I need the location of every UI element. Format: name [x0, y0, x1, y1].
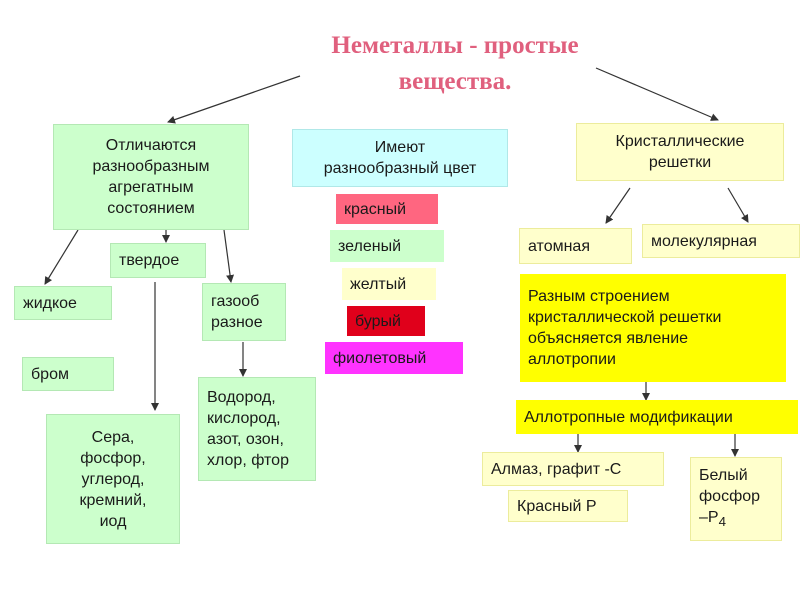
gas-example-1: Водород, — [207, 389, 276, 406]
modifications-label: Аллотропные модификации — [524, 408, 733, 426]
red-phosphorus-box: Красный Р — [508, 490, 628, 522]
color-red-box: красный — [336, 194, 438, 224]
white-phosphorus-box: Белый фосфор –Р4 — [690, 457, 782, 541]
liquid-example-box: бром — [22, 357, 114, 391]
gas-example-3: азот, озон, — [207, 431, 284, 448]
white-p-subscript: 4 — [718, 514, 726, 530]
color-violet-box: фиолетовый — [325, 342, 463, 374]
arrow-title-to-states — [167, 75, 301, 124]
explanation-line-3: объясняется явление — [528, 330, 689, 347]
white-p-line-3: –Р4 — [699, 507, 760, 532]
solid-examples-box: Сера, фосфор, углерод, кремний, иод — [46, 414, 180, 544]
solid-example-4: кремний, — [79, 491, 147, 509]
carbon-label: Алмаз, графит -С — [491, 460, 622, 478]
color-green-box: зеленый — [330, 230, 444, 262]
states-header-line-1: Отличаются — [105, 137, 197, 154]
title-line-1: Неметаллы - простые — [331, 32, 579, 59]
colors-header-box: Имеют разнообразный цвет — [292, 129, 508, 187]
carbon-box: Алмаз, графит -С — [482, 452, 664, 486]
atomic-box: атомная — [519, 228, 632, 264]
states-header-line-4: состоянием — [107, 200, 195, 217]
lattices-header-line-1: Кристаллические — [615, 133, 745, 150]
modifications-box: Аллотропные модификации — [516, 400, 798, 434]
gas-label-line-2: разное — [211, 314, 263, 331]
solid-label: твердое — [119, 252, 180, 269]
liquid-example-label: бром — [31, 365, 69, 383]
gas-example-4: хлор, фтор — [207, 452, 289, 469]
color-brown-label: бурый — [355, 312, 401, 330]
gas-examples-box: Водород, кислород, азот, озон, хлор, фто… — [198, 377, 316, 481]
molecular-label: молекулярная — [651, 232, 757, 250]
arrow-lattices-to-atomic — [605, 187, 631, 224]
color-red-label: красный — [344, 200, 407, 218]
lattices-header-line-2: решетки — [648, 154, 712, 171]
explanation-line-4: аллотропии — [528, 351, 616, 368]
color-green-label: зеленый — [338, 237, 402, 255]
states-header-box: Отличаются разнообразным агрегатным сост… — [53, 124, 249, 230]
solid-box: твердое — [110, 243, 206, 278]
atomic-label: атомная — [528, 237, 590, 255]
color-yellow-box: желтый — [342, 268, 436, 300]
solid-example-3: углерод, — [81, 470, 145, 488]
liquid-box: жидкое — [14, 286, 112, 320]
colors-header-line-1: Имеют — [374, 139, 426, 156]
color-brown-box: бурый — [347, 306, 425, 336]
solid-example-2: фосфор, — [80, 449, 146, 467]
gas-label-line-1: газооб — [211, 293, 260, 310]
explanation-line-1: Разным строением — [528, 288, 670, 305]
arrow-lattices-to-molecular — [727, 187, 749, 223]
title-line-2: вещества. — [398, 68, 512, 95]
arrow-states-to-liquid — [44, 229, 79, 285]
states-header-line-2: разнообразным — [92, 158, 210, 175]
gas-example-2: кислород, — [207, 410, 281, 427]
arrow-states-to-gas — [223, 229, 235, 283]
lattices-header-box: Кристаллические решетки — [576, 123, 784, 181]
arrow-title-to-lattices — [595, 67, 719, 121]
allotropy-explanation-box: Разным строением кристаллической решетки… — [520, 274, 786, 382]
states-header-line-3: агрегатным — [108, 179, 194, 196]
white-p-formula: –Р — [699, 509, 719, 527]
white-p-line-2: фосфор — [699, 488, 761, 506]
diagram-title: Неметаллы - простые вещества. — [250, 28, 660, 100]
liquid-label: жидкое — [23, 294, 77, 312]
color-yellow-label: желтый — [350, 275, 407, 293]
molecular-box: молекулярная — [642, 224, 800, 258]
color-violet-label: фиолетовый — [333, 349, 427, 367]
red-phosphorus-label: Красный Р — [517, 497, 597, 515]
explanation-line-2: кристаллической решетки — [528, 309, 722, 326]
solid-example-5: иод — [99, 512, 127, 530]
colors-header-line-2: разнообразный цвет — [323, 160, 477, 177]
solid-example-1: Сера, — [91, 428, 135, 446]
white-p-line-1: Белый — [699, 467, 748, 485]
gas-box: газооб разное — [202, 283, 286, 341]
